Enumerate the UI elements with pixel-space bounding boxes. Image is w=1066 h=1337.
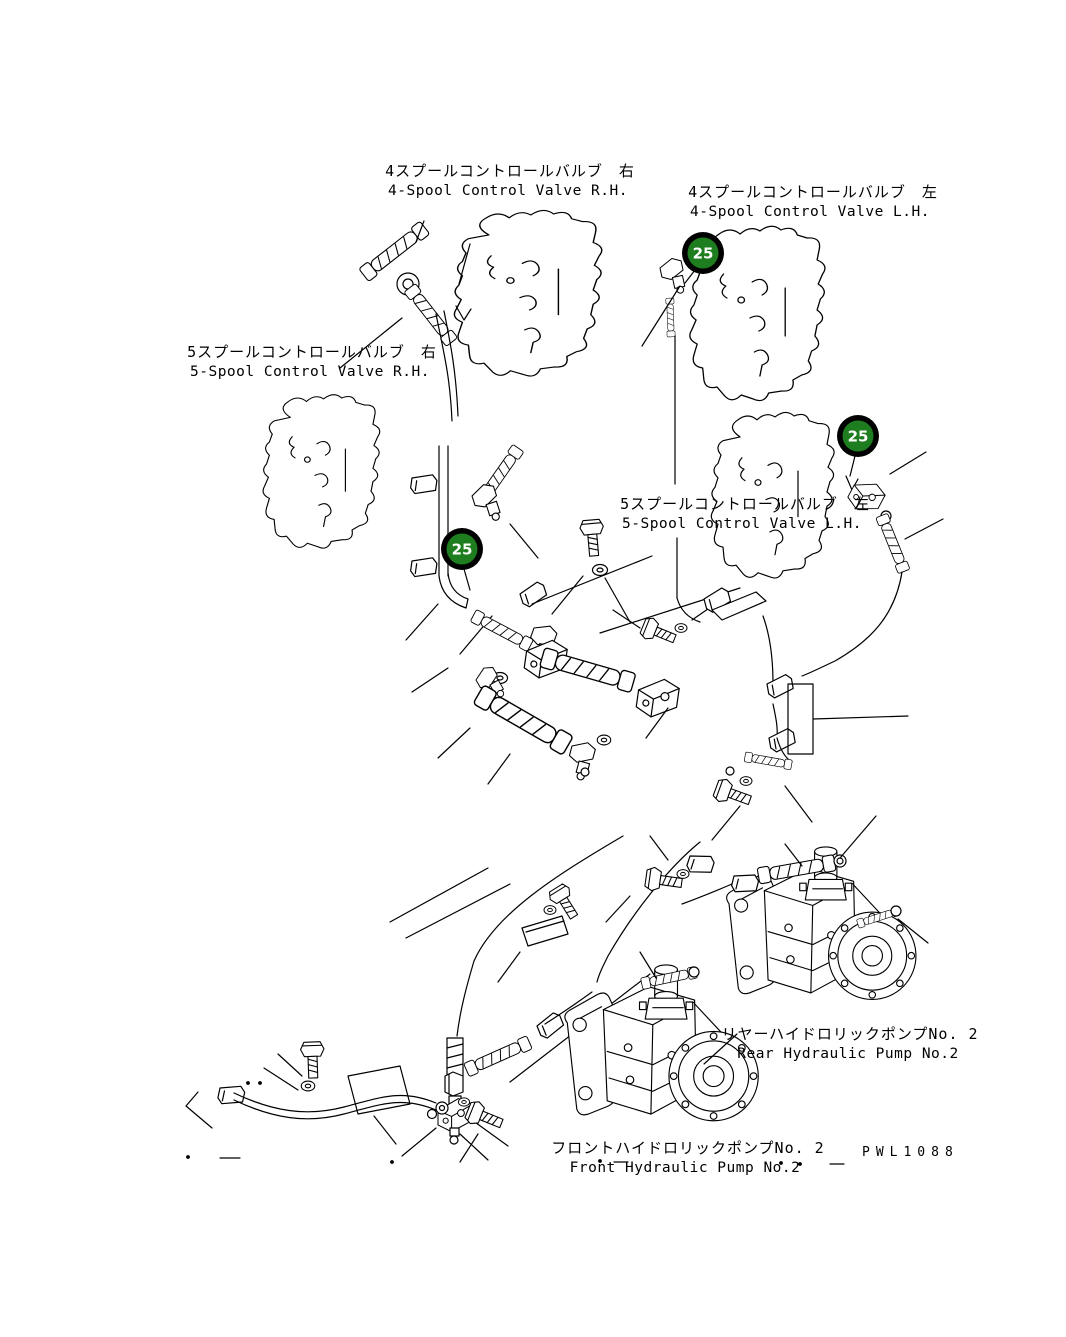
callout-disc: [687, 237, 719, 269]
callout-number: 25: [848, 428, 869, 446]
label-4spool-lh-en: 4-Spool Control Valve L.H.: [690, 204, 930, 220]
callout-disc: [842, 420, 874, 452]
label-4spool-rh-en: 4-Spool Control Valve R.H.: [388, 183, 628, 199]
callout-stems: [463, 568, 471, 591]
label-5spool-lh-jp: 5スプールコントロールバルブ 左: [620, 495, 870, 513]
piping-tee-fitting: [401, 973, 651, 1161]
parts-diagram-sheet: 25 25 25 4スプールコントロールバルブ 右 4-Spool Contro…: [40, 16, 1066, 1321]
label-5spool-rh-jp: 5スプールコントロールバルブ 右: [187, 343, 437, 361]
diagram-canvas: 25 25 25 4スプールコントロールバルブ 右 4-Spool Contro…: [185, 162, 978, 1176]
label-5spool-lh-en: 5-Spool Control Valve L.H.: [622, 516, 862, 532]
piping-right-plate: [701, 586, 909, 841]
callout-balloon-right[interactable]: 25: [837, 415, 879, 457]
label-rear-pump-en: Rear Hydraulic Pump No.2: [737, 1046, 959, 1062]
valve-5spool-rh-drawing: [262, 394, 381, 549]
drawing-code: PWL1088: [862, 1145, 959, 1160]
rear-pump-drawing: [681, 815, 929, 1001]
piping-center-drop: [641, 256, 701, 623]
piping-center-cluster: [411, 555, 741, 785]
callout-balloon-upper[interactable]: 25: [682, 232, 724, 274]
callout-number: 25: [452, 541, 473, 559]
label-rear-pump-jp: リヤーハイドロリックポンプNo. 2: [721, 1025, 978, 1043]
piping-lower-sweeps: [389, 835, 717, 1037]
callout-number: 25: [693, 245, 714, 263]
label-4spool-rh-jp: 4スプールコントロールバルブ 右: [385, 162, 635, 180]
callout-disc: [446, 533, 478, 565]
callout-balloon-left[interactable]: 25: [441, 528, 483, 570]
label-front-pump-jp: フロントハイドロリックポンプNo. 2: [551, 1139, 824, 1157]
piping-top-middle: [551, 518, 631, 623]
label-front-pump-en: Front Hydraulic Pump No.2: [570, 1160, 801, 1176]
front-pump-drawing: [564, 951, 759, 1122]
piping-right-elbow: [801, 451, 944, 677]
bottom-dashed-line: [186, 1155, 845, 1166]
label-5spool-rh-en: 5-Spool Control Valve R.H.: [190, 364, 430, 380]
valve-4spool-rh-drawing: [453, 209, 603, 377]
piping-bottom-left: [185, 1041, 507, 1163]
callout-balloons: 25 25 25: [441, 232, 879, 570]
label-4spool-lh-jp: 4スプールコントロールバルブ 左: [688, 183, 938, 201]
